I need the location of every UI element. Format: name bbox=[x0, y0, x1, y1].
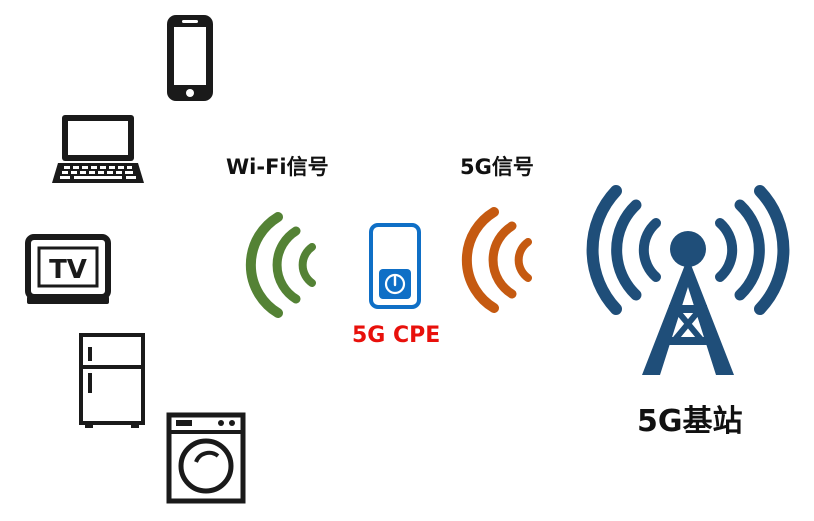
fiveg-signal-waves-icon bbox=[461, 207, 536, 313]
tv-icon: TV bbox=[25, 234, 111, 306]
cpe-device-icon bbox=[368, 222, 422, 310]
tv-text: TV bbox=[49, 255, 87, 285]
wifi-signal-waves-icon bbox=[245, 212, 320, 318]
base-station-tower-icon bbox=[586, 185, 790, 377]
washing-machine-icon bbox=[166, 412, 246, 504]
base-station-label: 5G基站 bbox=[637, 404, 743, 439]
smartphone-icon bbox=[165, 13, 215, 103]
refrigerator-icon bbox=[79, 333, 145, 429]
laptop-icon bbox=[52, 113, 144, 185]
wifi-signal-label: Wi-Fi信号 bbox=[226, 155, 329, 179]
fiveg-signal-label: 5G信号 bbox=[460, 155, 534, 179]
cpe-label: 5G CPE bbox=[352, 323, 441, 348]
